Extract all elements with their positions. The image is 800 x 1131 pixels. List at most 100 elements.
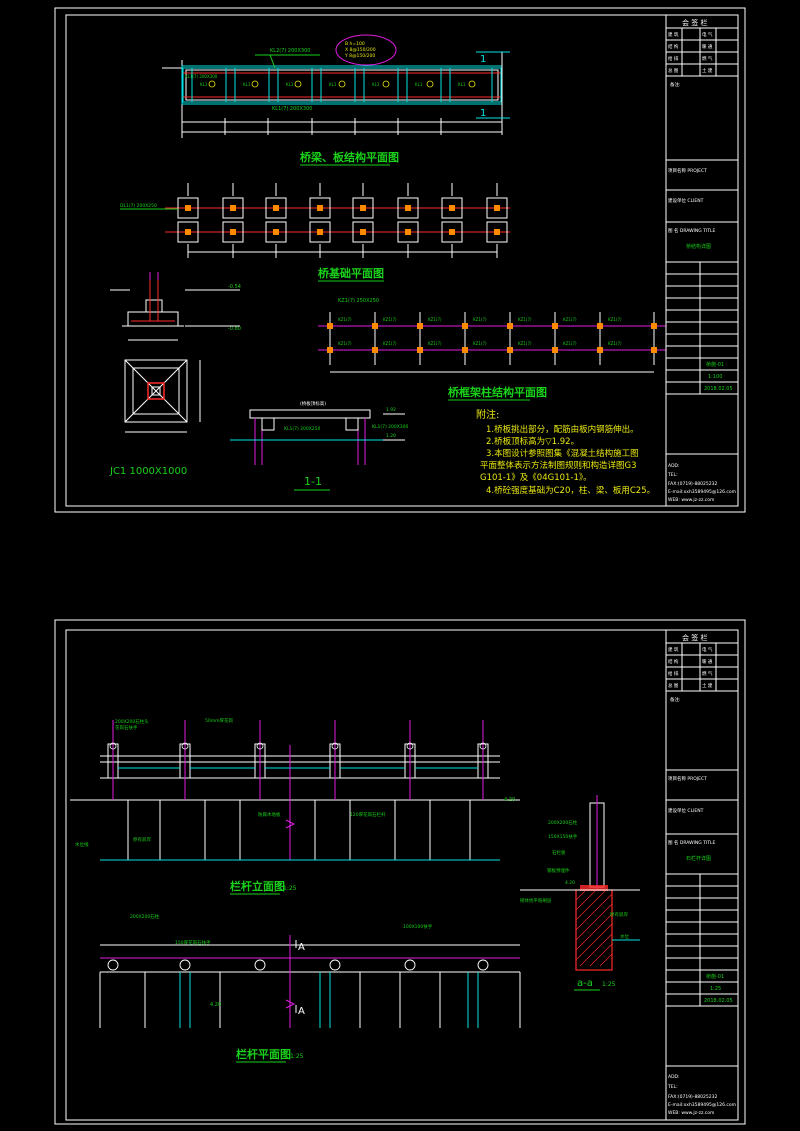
tb-date: 2018.02.05 (704, 998, 733, 1004)
column-label: KZ1(7) (428, 317, 442, 322)
tb-row-b: 土 建 (702, 682, 713, 689)
tb-row-b: 电 气 (702, 646, 713, 653)
callout-post-top: 200X200石柱头 (115, 718, 149, 725)
highlight-ellipse (335, 34, 397, 66)
elev-level: 4.20 (504, 797, 515, 803)
callout-base: 原有驳岸 (133, 836, 151, 843)
title-block-2: 会 签 栏 建 筑 电 气 结 构 暖 通 给 排 燃 气 总 图 土 建 备注… (665, 629, 739, 1121)
tb-row-a: 给 排 (668, 670, 679, 677)
callout-plan-rail2: 100X100扶手 (403, 923, 433, 930)
cut-mark-a-top: A (298, 942, 305, 953)
plan-scale: 1:25 (290, 1053, 304, 1060)
tb-date: 2018.02.05 (704, 386, 733, 392)
column-label: KZ1(7) (518, 341, 532, 346)
note-line: G101-1》及《04G101-1》。 (480, 473, 592, 483)
footing-plan-square (124, 359, 188, 423)
cut-mark-1-bottom: 1 (480, 108, 486, 119)
beam-plan: 1 1 KL2(7) 200X300 B h=100 X 8@150/200 Y… (162, 34, 510, 166)
tb-signoff: 会 签 栏 (682, 18, 707, 27)
callout-rebar-y: Y 8@150/200 (344, 53, 375, 59)
tb-drawing-no: 桥施-01 (706, 361, 724, 368)
title-section-1-1: 1-1 (304, 475, 322, 488)
title-railing-plan: 栏杆平面图 (236, 1047, 291, 1061)
tb-addr: ADD: (668, 463, 680, 469)
notes-title: 附注: (476, 408, 499, 421)
tb-fax: FAX:(0719)-88025232 (668, 1094, 717, 1100)
title-railing-elevation: 栏杆立面图 (230, 879, 285, 893)
title-section-a-a: a-a (577, 978, 593, 989)
column-label: KZ1(7) (608, 341, 622, 346)
callout-kl1-below: KL1(7) 200X300 (272, 106, 312, 112)
tb-drawing-label: 图 名 DRAWING TITLE (668, 227, 715, 234)
tb-row-b: 燃 气 (702, 670, 713, 677)
foundation-plan: DL1(7) 200X250 桥基础平面图 (120, 183, 510, 282)
column-plan: KZ1(7) KZ1(7) KZ1(7) KZ1(7) KZ1(7) KZ1(7… (318, 298, 666, 401)
sheet-1: 1 1 KL2(7) 200X300 B h=100 X 8@150/200 Y… (54, 7, 746, 513)
sec-panel: 石栏板 (552, 849, 566, 856)
section-scale: 1:25 (602, 981, 616, 988)
note-line: 4.桥砼强度基础为C20，柱、梁、板用C25。 (486, 485, 655, 496)
callout-plan-post: 200X200石柱 (130, 913, 160, 920)
callout-kz1: KZ1(7) 250X250 (338, 298, 379, 304)
callout-kl2: KL2(7) 200X300 (270, 48, 310, 54)
beam-label: KL1 (329, 82, 337, 87)
tb-drawing-no: 桥施-01 (706, 973, 724, 980)
callout-water-level: 水位线 (75, 841, 89, 848)
elev-found-bot: -0.80 (228, 326, 241, 332)
column-label: KZ1(7) (518, 317, 532, 322)
footing-detail: -0.54 -0.80 JC1 1000X1000 (109, 272, 241, 477)
note-line: 2.桥板顶标高为▽1.92。 (486, 436, 579, 447)
sec-rail: 150X150扶手 (548, 833, 578, 840)
note-line: 3.本图设计参照图集《混凝土结构施工图 (486, 448, 639, 459)
tb-web: WEB: www.jz-zz.com (668, 497, 714, 503)
column-label: KZ1(7) (563, 341, 577, 346)
sheet-1-outer-frame (54, 7, 746, 513)
callout-rebar-x: X 8@150/200 (345, 47, 376, 53)
cut-mark-a-bottom: A (298, 1006, 305, 1017)
sheet-2-outer-frame (54, 619, 746, 1125)
tb-scale: 1:25 (710, 986, 721, 992)
column-label: KZ1(7) (338, 317, 352, 322)
tb-client: 建设单位 CLIENT (668, 807, 704, 814)
notes-block: 附注: 1.桥板挑出部分，配筋由板内钢筋伸出。 2.桥板顶标高为▽1.92。 3… (476, 408, 655, 496)
tb-row-b: 暖 通 (702, 658, 713, 665)
callout-plan-rail: 150厚花岗石扶手 (175, 939, 211, 946)
column-label: KZ1(7) (473, 341, 487, 346)
callout-plank: 防腐木地板 (258, 811, 281, 818)
column-label: KZ1(7) (608, 317, 622, 322)
tb-tel: TEL: (667, 1084, 678, 1090)
section-a-a: 200X200石柱 150X150扶手 石栏板 钢板预埋件 原有驳岸 砌体找平粉… (520, 795, 640, 991)
tb-project: 项目名称 PROJECT (668, 167, 707, 174)
tb-row-b: 燃 气 (702, 55, 713, 62)
callout-dl1: DL1(7) 200X250 (120, 203, 157, 209)
tb-addr: ADD: (668, 1074, 680, 1080)
tb-fax: FAX:(0719)-88025232 (668, 481, 717, 487)
tb-row-a: 总 图 (668, 67, 679, 74)
beam-label: KL1 (415, 82, 423, 87)
callout-face-stone: 120厚花岗石栏杆 (350, 811, 386, 818)
title-beam-plan: 桥梁、板结构平面图 (300, 150, 399, 164)
title-foundation-plan: 桥基础平面图 (318, 266, 384, 280)
tb-row-a: 建 筑 (668, 31, 679, 38)
section-note: (桥板顶标高) (300, 400, 326, 407)
beam-label: KL1 (458, 82, 466, 87)
tb-email: E-mail:xxh3589495@126.com (668, 489, 736, 495)
railing-elevation: 200X200石柱头 花岗石扶手 50mm厚花岗 防腐木地板 120厚花岗石栏杆… (70, 717, 520, 895)
tb-row-b: 电 气 (702, 31, 713, 38)
tb-drawing-name: 石栏杆详图 (686, 855, 711, 862)
tb-row-b: 暖 通 (702, 43, 713, 50)
tb-drawing-name: 桥结构详图 (686, 243, 711, 250)
tb-client: 建设单位 CLIENT (668, 197, 704, 204)
column-label: KZ1(7) (563, 317, 577, 322)
note-line: 1.桥板挑出部分，配筋由板内钢筋伸出。 (486, 424, 639, 435)
elev-found-top: -0.54 (228, 284, 241, 290)
section-1-1: (桥板顶标高) KL1(7) 200X250 KL1(7) 200X300 1.… (230, 400, 409, 491)
tb-row-b: 土 建 (702, 67, 713, 74)
title-footing: JC1 1000X1000 (109, 466, 187, 477)
note-line: 平面整体表示方法制图规则和构造详图G3 (480, 460, 637, 471)
elevation-scale: 1:25 (283, 885, 297, 892)
tb-row-a: 结 构 (668, 658, 679, 665)
beam-label: KL1 (200, 82, 208, 87)
tb-row-a: 给 排 (668, 55, 679, 62)
